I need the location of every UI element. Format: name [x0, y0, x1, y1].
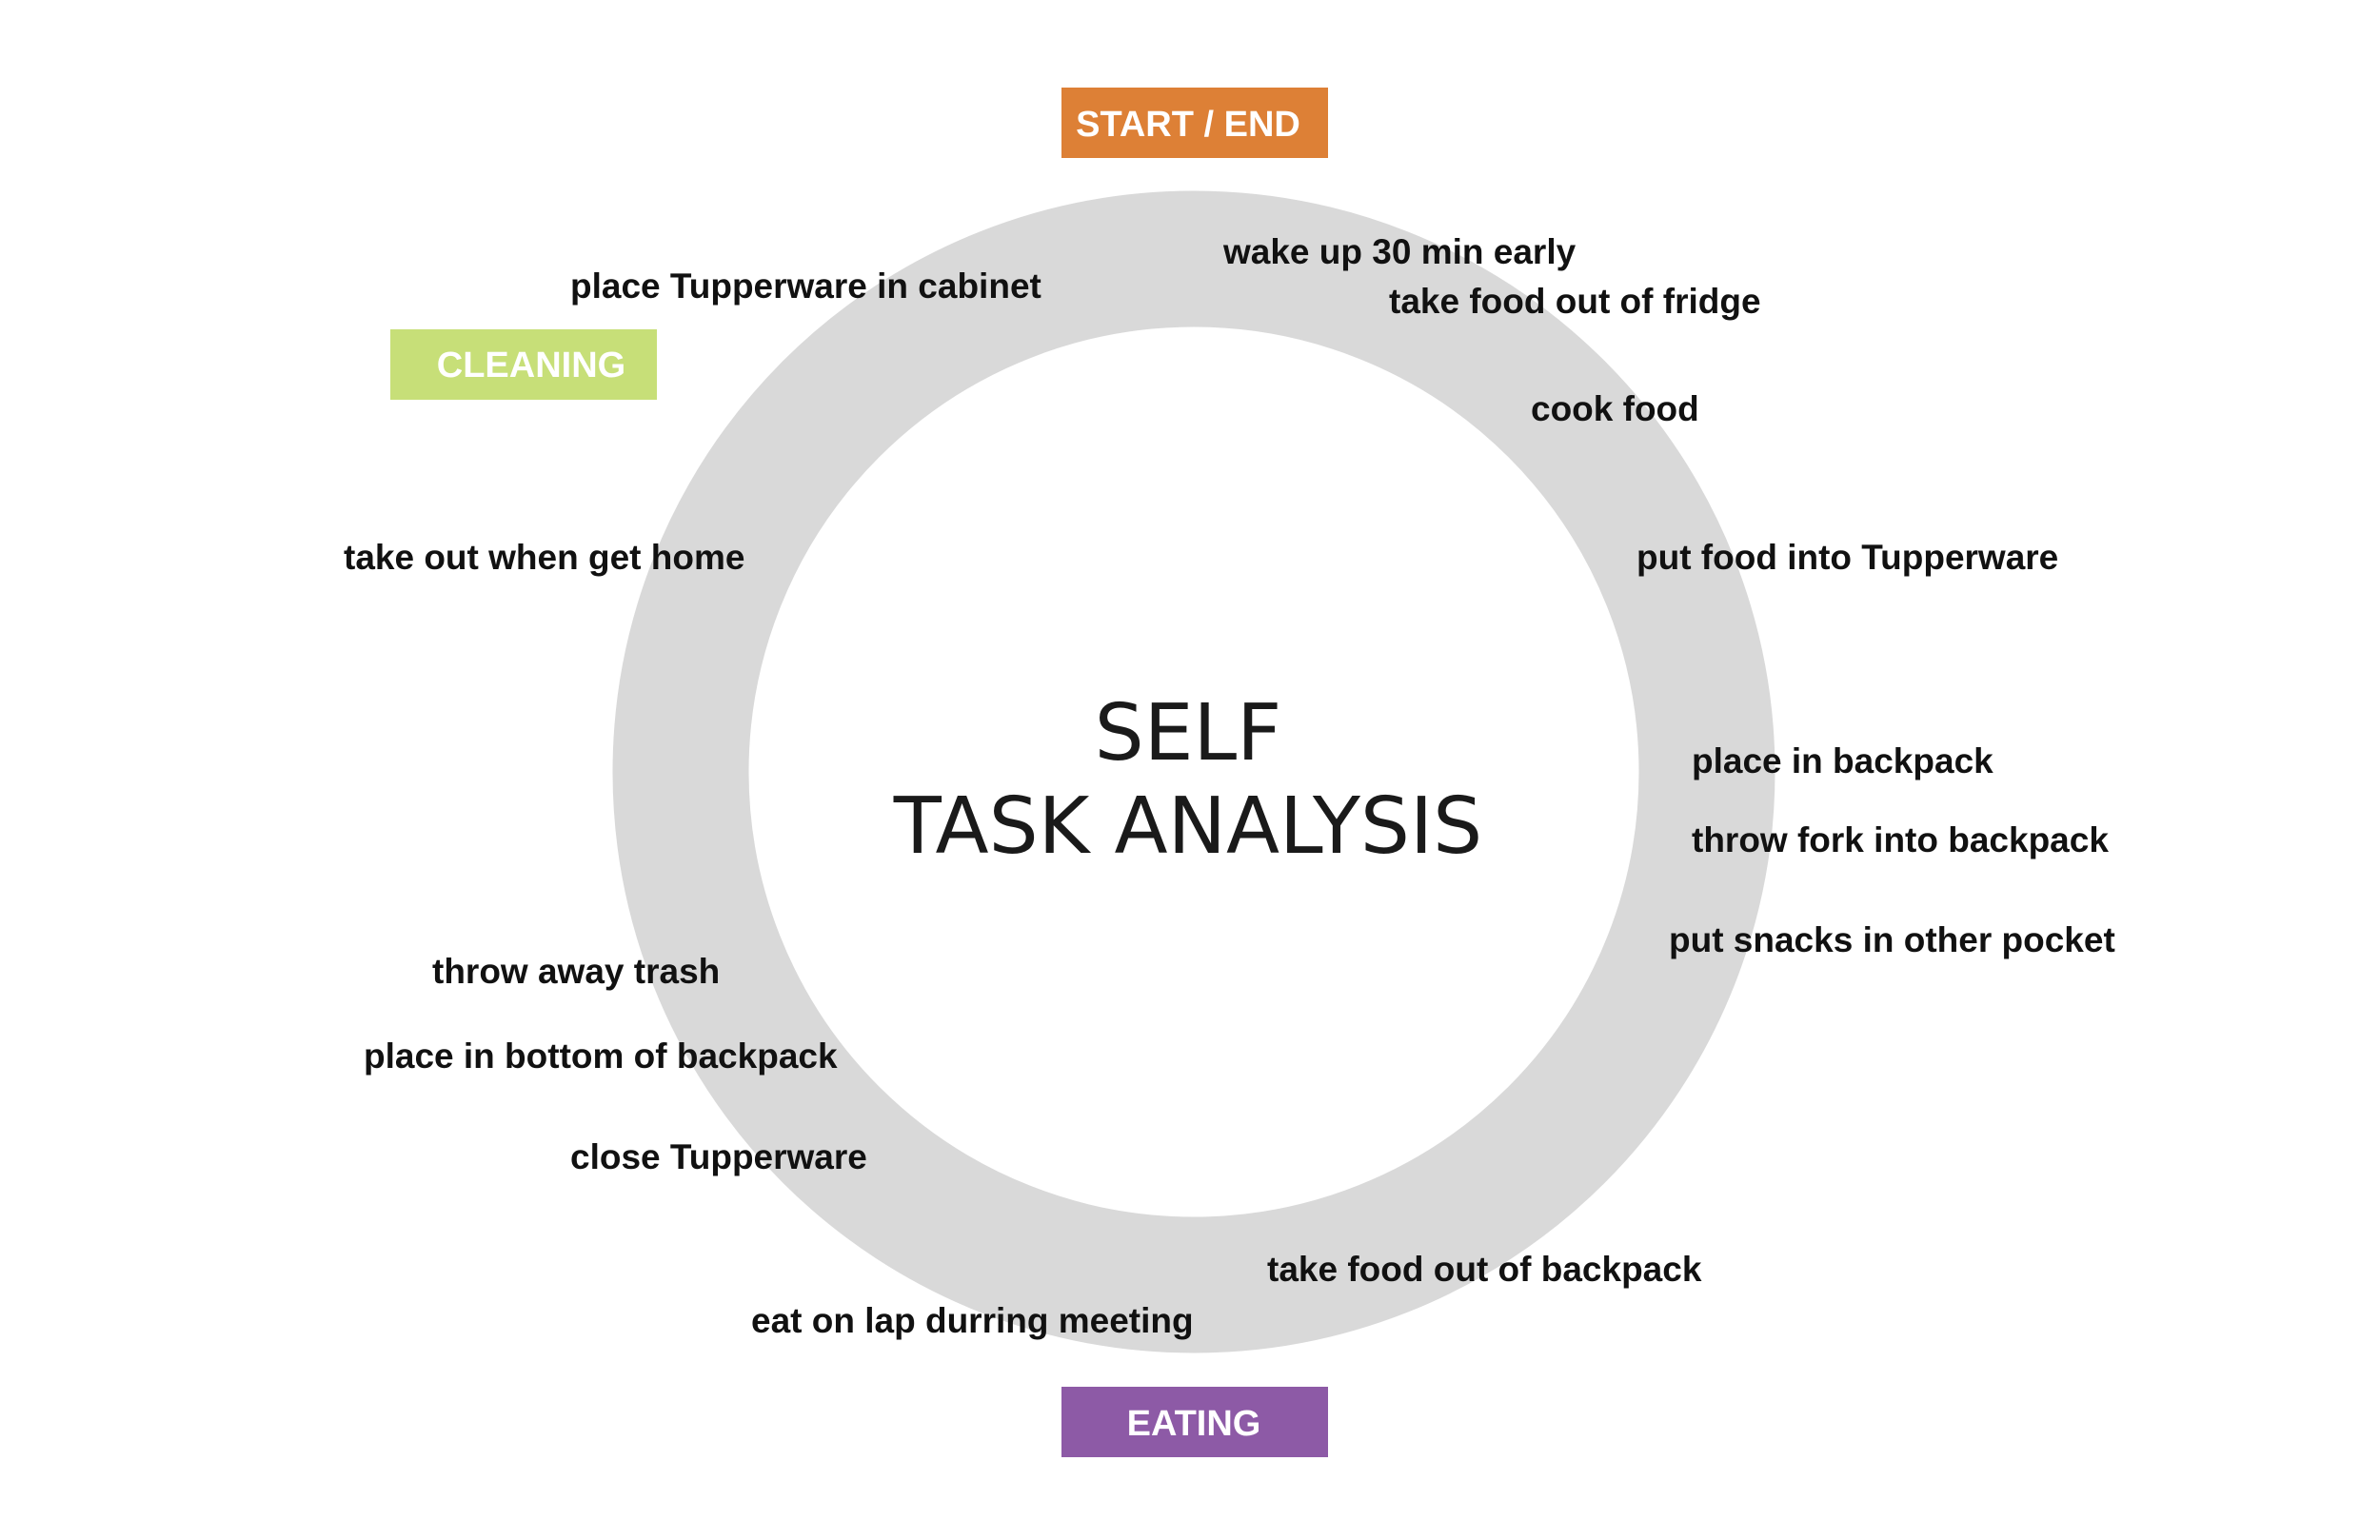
step-label: close Tupperware: [570, 1137, 867, 1176]
cycle-ring: [612, 190, 1775, 1353]
phase-eating: EATING: [1061, 1387, 1328, 1457]
phase-eating-badge: [1061, 1387, 1328, 1457]
step-label: throw fork into backpack: [1692, 820, 2109, 859]
step-label: put snacks in other pocket: [1669, 920, 2115, 959]
diagram-title-line-1: SELF: [1095, 688, 1282, 779]
step-label: place Tupperware in cabinet: [570, 267, 1041, 306]
step-label: place in backpack: [1692, 741, 1993, 780]
step-label: throw away trash: [432, 952, 720, 991]
phase-start-end: START / END: [1061, 88, 1328, 158]
phase-cleaning: CLEANING: [390, 329, 657, 400]
step-label: take out when get home: [344, 538, 744, 577]
phase-cleaning-badge: [390, 329, 657, 400]
step-label: wake up 30 min early: [1222, 232, 1577, 271]
diagram-title-line-2: TASK ANALYSIS: [893, 781, 1482, 872]
phase-start-end-label: START / END: [1076, 105, 1300, 145]
step-label: place in bottom of backpack: [364, 1037, 838, 1076]
step-label: put food into Tupperware: [1636, 538, 2058, 577]
phase-eating-label: EATING: [1127, 1404, 1261, 1444]
phase-start-end-badge: [1061, 88, 1328, 158]
step-label: take food out of fridge: [1389, 282, 1761, 321]
phase-cleaning-label: CLEANING: [437, 346, 625, 385]
step-label: eat on lap durring meeting: [751, 1301, 1194, 1340]
step-label: cook food: [1531, 389, 1699, 428]
step-label: take food out of backpack: [1267, 1250, 1702, 1289]
